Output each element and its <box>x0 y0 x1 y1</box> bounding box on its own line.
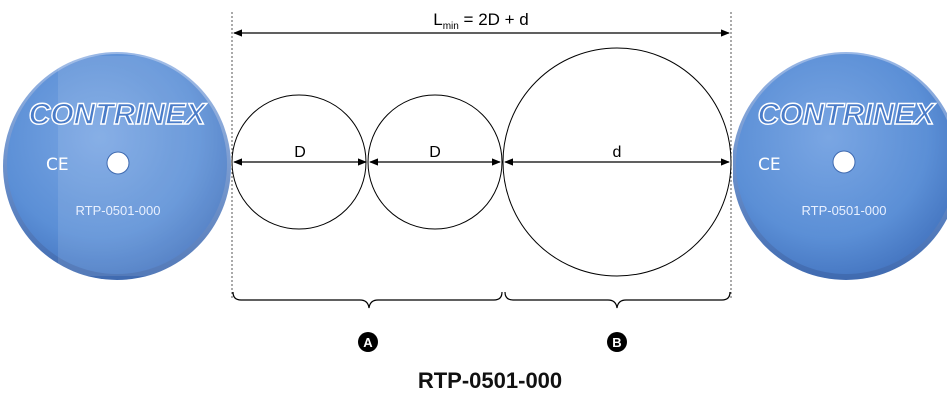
circle-label-2: D <box>429 144 441 161</box>
brace-a <box>232 291 503 309</box>
left-tag-brand: CONTRINEX <box>29 98 208 131</box>
left-tag-model: RTP-0501-000 <box>75 203 160 218</box>
left-tag-center-hole <box>106 151 130 175</box>
formula-rest: = 2D + d <box>459 10 529 29</box>
marker-b-letter: B <box>612 335 621 350</box>
right-tag-model: RTP-0501-000 <box>801 203 886 218</box>
marker-a-letter: A <box>363 335 373 350</box>
right-rfid-tag: CONTRINEX CE RTP-0501-000 <box>733 52 947 280</box>
left-tag-ce-mark: CE <box>46 155 69 175</box>
lmin-formula: Lmin = 2D + d <box>433 10 529 32</box>
brace-b <box>504 291 731 309</box>
marker-b: B <box>607 332 627 352</box>
circle-label-3: d <box>613 144 622 161</box>
formula-subscript: min <box>443 21 459 32</box>
figure-caption: RTP-0501-000 <box>418 368 562 393</box>
right-tag-ce-mark: CE <box>758 155 781 175</box>
left-rfid-tag: CONTRINEX CE RTP-0501-000 <box>3 52 232 280</box>
marker-a: A <box>358 332 378 352</box>
right-tag-center-hole <box>832 150 856 174</box>
formula-prefix: L <box>433 10 442 29</box>
circle-small-d <box>502 47 732 277</box>
circle-label-1: D <box>294 144 306 161</box>
right-tag-brand: CONTRINEX <box>758 98 937 131</box>
circle-d-2 <box>367 94 503 230</box>
